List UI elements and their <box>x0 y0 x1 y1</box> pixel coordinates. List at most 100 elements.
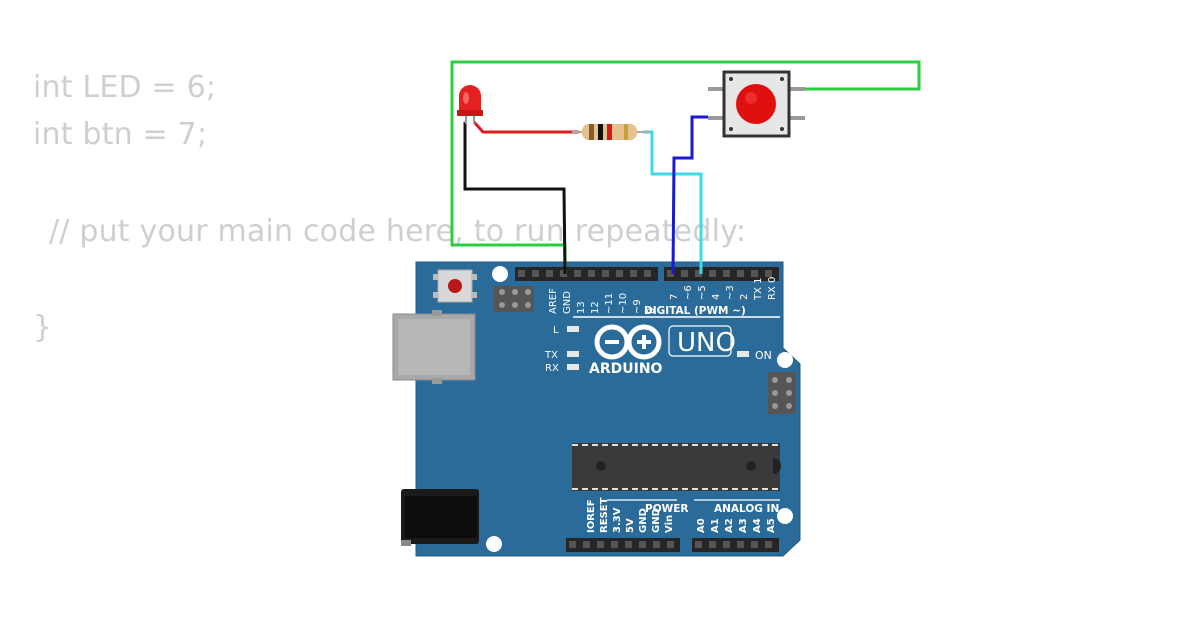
wire-green[interactable] <box>450 60 921 274</box>
icsp-header-right <box>768 372 796 414</box>
wire-black[interactable] <box>463 122 567 275</box>
wire-red[interactable] <box>472 120 579 134</box>
led-tx <box>567 351 579 357</box>
header-pin-hole[interactable] <box>583 541 590 548</box>
reset-button[interactable] <box>433 269 477 303</box>
led-tx-label: TX <box>544 350 558 361</box>
header-pin-hole[interactable] <box>709 541 716 548</box>
led-l <box>567 326 579 332</box>
code-line-brace: } <box>33 310 53 345</box>
header-pin-hole[interactable] <box>723 541 730 548</box>
header-pin-hole[interactable] <box>644 270 651 277</box>
pin-label: A0 <box>696 518 707 533</box>
header-pin-hole[interactable] <box>737 270 744 277</box>
power-jack <box>401 489 479 546</box>
mounting-hole <box>777 352 793 368</box>
pin-label: TX 1 <box>753 278 764 302</box>
pin-label: RESET <box>599 497 610 533</box>
pin-label: ~9 <box>632 299 643 314</box>
pin-label: GND <box>638 508 649 533</box>
atmega-chip <box>572 443 781 491</box>
pin-label: GND <box>651 508 662 533</box>
pin-label: Vin <box>664 515 675 533</box>
pin-label: ~6 <box>683 285 694 300</box>
header-pin-hole[interactable] <box>653 541 660 548</box>
header-pin-hole[interactable] <box>737 541 744 548</box>
header-pin-hole[interactable] <box>709 270 716 277</box>
digital-header-right[interactable] <box>664 267 779 281</box>
header-pin-hole[interactable] <box>602 270 609 277</box>
header-pin-hole[interactable] <box>616 270 623 277</box>
digital-pwm-label: DIGITAL (PWM ~) <box>644 305 746 317</box>
pin-label: A5 <box>766 518 777 533</box>
header-pin-hole[interactable] <box>574 270 581 277</box>
led-on <box>737 351 749 357</box>
header-pin-hole[interactable] <box>765 270 772 277</box>
header-pin-hole[interactable] <box>667 541 674 548</box>
pin-label: A1 <box>710 518 721 533</box>
pin-label: ~5 <box>697 285 708 300</box>
usb-connector <box>392 310 476 384</box>
resistor[interactable] <box>572 124 650 140</box>
pin-label: GND <box>562 291 573 314</box>
pin-label: IOREF <box>586 499 597 533</box>
header-pin-hole[interactable] <box>695 270 702 277</box>
header-pin-hole[interactable] <box>751 270 758 277</box>
code-line-btn: int btn = 7; <box>33 117 208 152</box>
header-pin-hole[interactable] <box>681 270 688 277</box>
pin-label: AREF <box>548 288 559 314</box>
header-pin-hole[interactable] <box>588 270 595 277</box>
pin-label: ~3 <box>725 285 736 300</box>
header-pin-hole[interactable] <box>723 270 730 277</box>
pin-label: A4 <box>752 518 763 533</box>
pin-label: ~11 <box>604 293 615 314</box>
uno-model-label: UNO <box>677 328 736 358</box>
pin-label: 4 <box>711 294 722 300</box>
push-button[interactable] <box>708 70 805 138</box>
pin-label: ~10 <box>618 293 629 314</box>
header-pin-hole[interactable] <box>532 270 539 277</box>
arduino-brand: ARDUINO <box>589 361 663 377</box>
pin-label: 7 <box>669 294 680 300</box>
arduino-logo <box>594 324 662 360</box>
mounting-hole <box>777 508 793 524</box>
led-rx <box>567 364 579 370</box>
power-label: POWER <box>645 503 688 515</box>
pin-label: 13 <box>576 301 587 314</box>
header-pin-hole[interactable] <box>518 270 525 277</box>
header-pin-hole[interactable] <box>630 270 637 277</box>
analog-in-label: ANALOG IN <box>714 503 779 515</box>
header-pin-hole[interactable] <box>597 541 604 548</box>
code-line-led: int LED = 6; <box>33 70 217 105</box>
red-led[interactable] <box>457 85 483 124</box>
header-pin-hole[interactable] <box>611 541 618 548</box>
header-pin-hole[interactable] <box>546 270 553 277</box>
header-pin-hole[interactable] <box>751 541 758 548</box>
led-l-label: L <box>553 325 559 336</box>
pin-label: A3 <box>738 518 749 533</box>
header-pin-hole[interactable] <box>569 541 576 548</box>
pin-label: 12 <box>590 301 601 314</box>
header-pin-hole[interactable] <box>695 541 702 548</box>
led-on-label: ON <box>755 349 772 362</box>
mounting-hole <box>492 266 508 282</box>
led-rx-label: RX <box>545 363 559 374</box>
pin-label: A2 <box>724 518 735 533</box>
power-header[interactable] <box>566 538 680 552</box>
header-pin-hole[interactable] <box>667 270 674 277</box>
pin-label: 2 <box>739 294 750 300</box>
wire-blue[interactable] <box>671 115 708 275</box>
header-pin-hole[interactable] <box>625 541 632 548</box>
mounting-hole <box>486 536 502 552</box>
uno-badge <box>668 325 732 357</box>
pin-label: 3.3V <box>612 507 623 533</box>
header-pin-hole[interactable] <box>639 541 646 548</box>
icsp-header <box>494 286 534 312</box>
pin-label: 5V <box>625 518 636 533</box>
pin-label: RX 0 <box>767 277 778 300</box>
header-pin-hole[interactable] <box>765 541 772 548</box>
code-line-comment: // put your main code here, to run repea… <box>49 214 747 249</box>
